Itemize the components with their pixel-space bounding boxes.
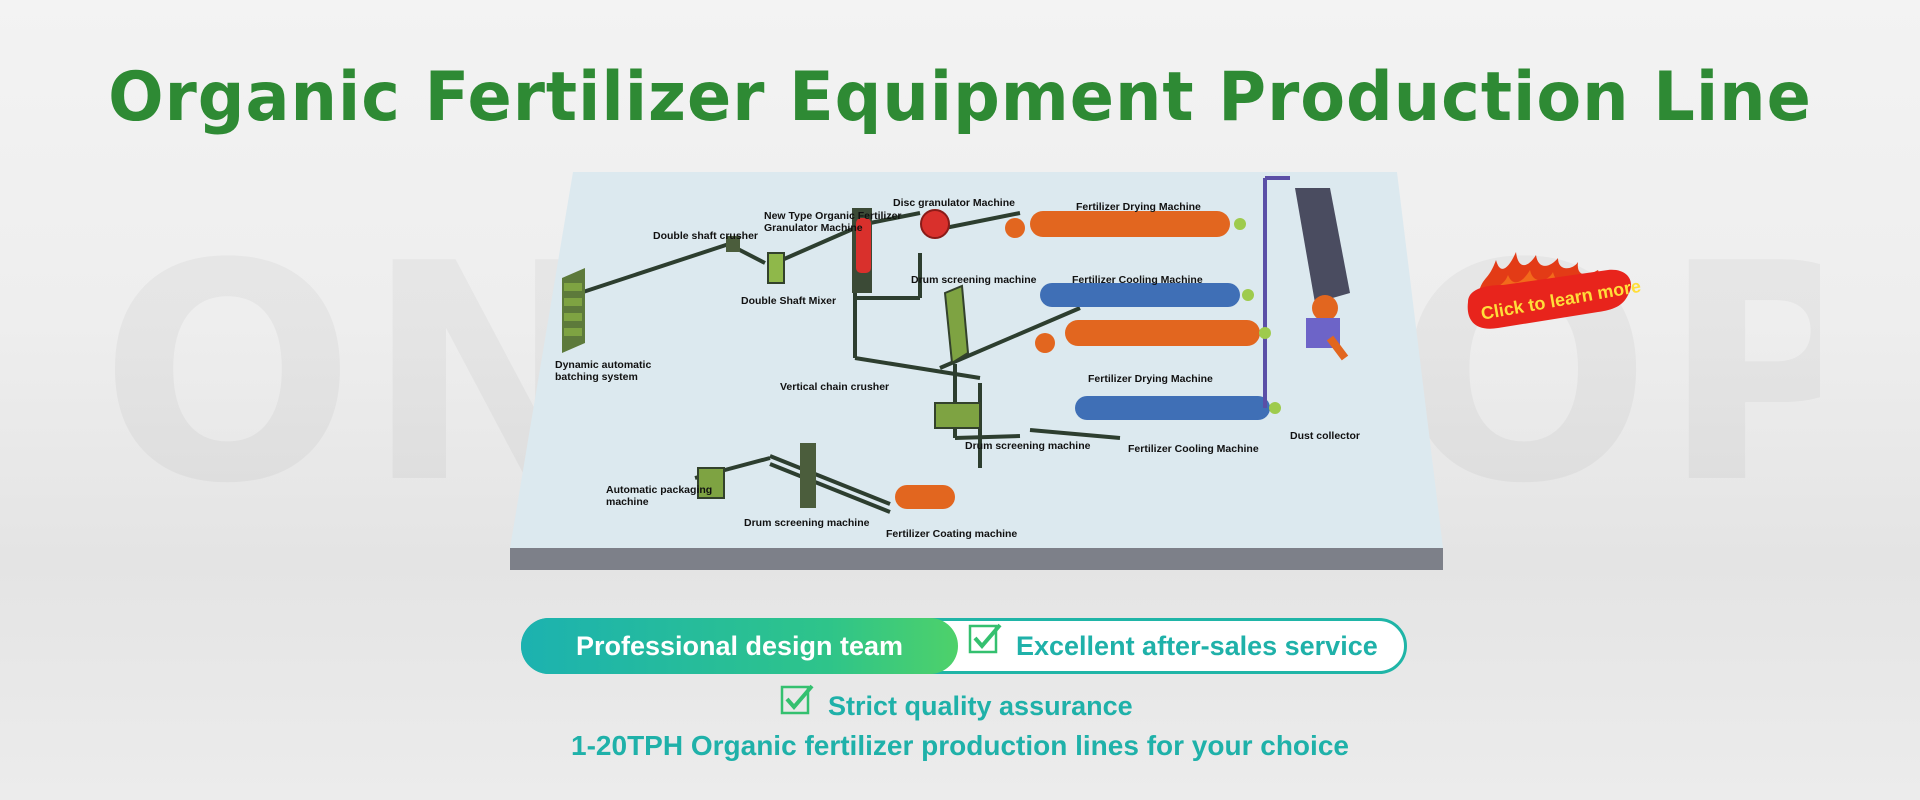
capacity-text: 1-20TPH Organic fertilizer production li…: [571, 730, 1349, 761]
production-line-diagram: Double shaft crusher New Type Organic Fe…: [500, 168, 1450, 588]
cooler-1-drum: [1040, 283, 1240, 307]
double-shaft-crusher-machine: [726, 236, 740, 252]
dust-collector-machine: [1263, 176, 1350, 408]
label-dust-collector: Dust collector: [1290, 430, 1361, 442]
drum-screening-2-machine: [934, 402, 981, 429]
label-fertilizer-cooling-1: Fertilizer Cooling Machine: [1072, 274, 1203, 286]
label-fertilizer-cooling-2: Fertilizer Cooling Machine: [1128, 443, 1259, 455]
dryer-2-furnace: [1035, 333, 1055, 353]
label-batching-system: Dynamic automatic batching system: [555, 359, 652, 383]
dryer-1-drum: [1030, 211, 1230, 237]
label-coating-machine: Fertilizer Coating machine: [886, 528, 1018, 540]
cyclone-connectors: [1234, 218, 1281, 414]
dryer-1-furnace: [1005, 218, 1025, 238]
label-drum-screening-2: Drum screening machine: [965, 440, 1091, 452]
double-shaft-mixer-machine: [767, 252, 785, 284]
drum-screening-1-machine: [943, 284, 970, 365]
label-drum-screening-1: Drum screening machine: [911, 274, 1037, 286]
label-packaging-machine: Automatic packaging machine: [606, 484, 713, 508]
disc-granulator-machine: [920, 209, 950, 239]
label-disc-granulator: Disc granulator Machine: [893, 197, 1015, 209]
drum-screening-3-machine: [800, 443, 816, 508]
label-drum-screening-3: Drum screening machine: [744, 517, 870, 529]
after-sales-feature: Excellent after-sales service: [968, 621, 1378, 671]
packaging-machine: [697, 467, 725, 499]
cooler-2-drum: [1075, 396, 1270, 420]
board-edge: [510, 548, 1443, 570]
dryer-2-drum: [1065, 320, 1260, 346]
label-fertilizer-drying-1: Fertilizer Drying Machine: [1076, 201, 1201, 213]
label-double-shaft-crusher: Double shaft crusher: [653, 230, 759, 242]
diagram-board-svg: [510, 172, 1443, 570]
label-new-type-granulator: New Type Organic Fertilizer Granulator M…: [764, 210, 902, 234]
quality-feature: Strict quality assurance: [780, 683, 1133, 726]
professional-design-badge: Professional design team: [521, 618, 958, 674]
features-pill: Professional design team Excellent after…: [521, 618, 1407, 674]
check-icon: [780, 683, 814, 726]
click-to-learn-more-button[interactable]: Click to learn more: [1458, 240, 1642, 330]
coating-machine-drum: [895, 485, 955, 509]
label-vertical-chain-crusher: Vertical chain crusher: [780, 381, 890, 393]
batching-system-machine: [562, 268, 585, 353]
quality-text: Strict quality assurance: [828, 691, 1133, 721]
label-fertilizer-drying-2: Fertilizer Drying Machine: [1088, 373, 1213, 385]
flame-icon: [1467, 252, 1632, 329]
new-type-granulator-machine: [856, 218, 871, 273]
label-double-shaft-mixer: Double Shaft Mixer: [741, 295, 837, 307]
check-icon: [968, 620, 1002, 670]
page-title: Organic Fertilizer Equipment Production …: [108, 58, 1812, 137]
conveyor-lines: [579, 211, 1121, 514]
board-surface: [510, 172, 1443, 548]
after-sales-text: Excellent after-sales service: [1016, 631, 1378, 661]
